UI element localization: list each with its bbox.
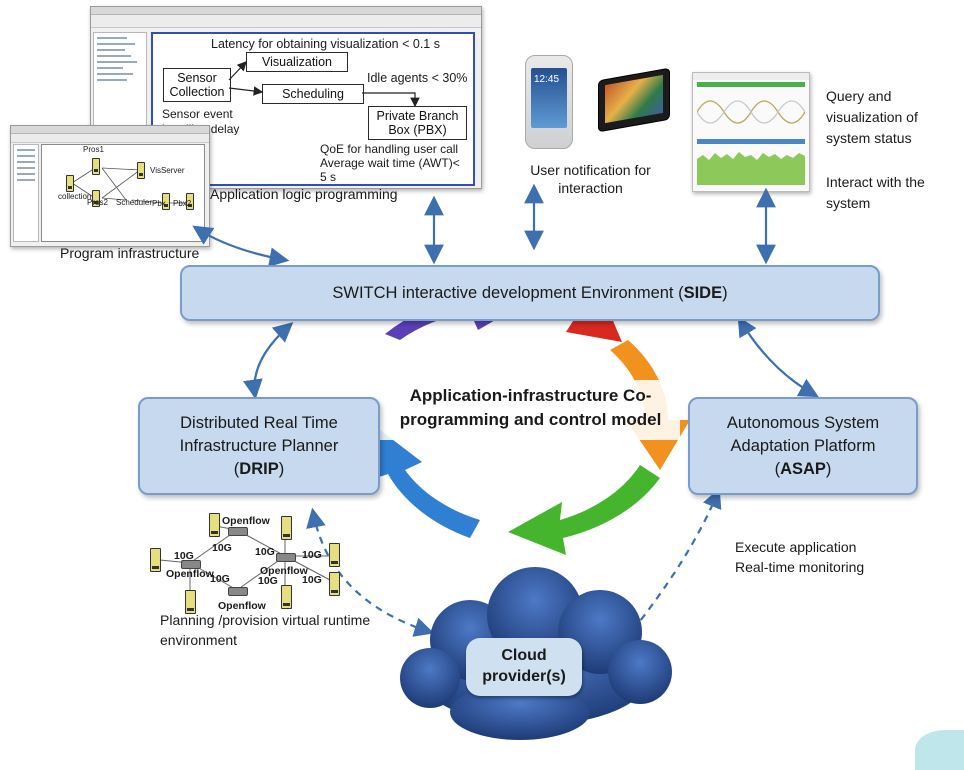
- server-icon: [329, 543, 340, 567]
- server-icon: [281, 585, 292, 609]
- monitor-bar-2: [697, 139, 805, 144]
- program-infra-caption: Program infrastructure: [60, 245, 200, 261]
- infrastructure-window: [10, 125, 210, 247]
- openflow-label: Openflow: [260, 565, 308, 577]
- drip-line2: Infrastructure Planner: [179, 436, 339, 455]
- infra-node-pbx2: Pbx2: [173, 199, 192, 208]
- drip-box: Distributed Real Time Infrastructure Pla…: [138, 397, 380, 495]
- cloud-label: Cloud provider(s): [482, 647, 566, 685]
- collection-server-icon: [66, 175, 74, 192]
- center-title-panel: [380, 380, 680, 440]
- infra-node-collection: collection: [58, 192, 92, 201]
- side-close: ): [722, 283, 728, 302]
- infra-tree: [13, 144, 39, 242]
- monitoring-screenshot: [692, 72, 810, 192]
- switch-icon: [276, 553, 296, 562]
- openflow-label: Openflow: [218, 600, 266, 612]
- side-box: SWITCH interactive development Environme…: [180, 265, 880, 321]
- infra-node-pros1: Pros1: [83, 145, 104, 154]
- monitor-bar-1: [697, 82, 805, 87]
- side-text: SWITCH interactive development Environme…: [332, 283, 684, 302]
- openflow-label: Openflow: [222, 515, 270, 527]
- area-chart: [697, 152, 805, 185]
- server-icon: [281, 516, 292, 540]
- side-acronym: SIDE: [683, 283, 723, 302]
- server-icon: [150, 548, 161, 572]
- link-speed-label: 10G: [258, 575, 278, 587]
- user-notification-caption: User notification for interaction: [530, 162, 651, 196]
- link-speed-label: 10G: [255, 546, 275, 558]
- corner-accent: [915, 730, 964, 770]
- switch-icon: [181, 560, 201, 569]
- center-title: Application-infrastructure Co-programmin…: [399, 386, 662, 429]
- window-titlebar: [91, 7, 481, 15]
- asap-acronym-line: (ASAP): [775, 458, 832, 481]
- visserver-server-icon: [137, 162, 145, 179]
- drip-close: ): [278, 459, 285, 478]
- cloud-label-box: [466, 638, 582, 696]
- idle-agents-requirement: Idle agents < 30%: [367, 71, 468, 85]
- link-speed-label: 10G: [302, 549, 322, 561]
- window-titlebar: [11, 126, 209, 134]
- connector-arrows: [192, 183, 819, 644]
- server-icon: [209, 513, 220, 537]
- pbx-server-icon: [162, 193, 170, 210]
- sine-chart: [697, 100, 805, 124]
- app-logic-caption: Application logic programming: [210, 186, 398, 202]
- drip-line1: Distributed Real Time: [180, 413, 338, 432]
- scheduling-node: Scheduling: [262, 84, 364, 104]
- side-label: SWITCH interactive development Environme…: [332, 284, 727, 303]
- link-speed-label: 10G: [302, 574, 322, 586]
- asap-acronym: ASAP: [780, 459, 826, 478]
- latency-requirement: Latency for obtaining visualization < 0.…: [211, 37, 440, 51]
- smartphone-icon: 12:45: [525, 55, 573, 149]
- asap-line2: Adaptation Platform: [730, 436, 876, 455]
- drip-acronym: DRIP: [239, 459, 279, 478]
- switch-icon: [228, 587, 248, 596]
- asap-open: (: [774, 459, 781, 478]
- server-icon: [329, 572, 340, 596]
- infra-canvas: [41, 144, 205, 242]
- pros2-server-icon: [92, 190, 100, 207]
- openflow-label: Openflow: [166, 568, 214, 580]
- drip-acronym-line: (DRIP): [234, 458, 284, 481]
- realtime-caption: Real-time monitoring: [735, 559, 865, 575]
- infra-links: [71, 167, 186, 204]
- sensor-collection-node: Sensor Collection: [163, 68, 231, 102]
- window-toolbar: [91, 15, 481, 28]
- infra-node-visserver: VisServer: [150, 166, 185, 175]
- pbx-node: Private Branch Box (PBX): [368, 106, 467, 140]
- pbx2-server-icon: [186, 193, 194, 210]
- planning-caption: Planning /provision virtual runtime envi…: [160, 612, 371, 648]
- monitor-header: [693, 73, 809, 80]
- qoe-requirement: QoE for handling user call Average wait …: [320, 142, 460, 184]
- window-toolbar: [11, 134, 209, 143]
- pros1-server-icon: [92, 158, 100, 175]
- asap-line1: Autonomous System: [726, 413, 880, 432]
- server-icon: [185, 590, 196, 614]
- phone-clock: 12:45: [534, 74, 560, 85]
- query-visualization-caption: Query and visualization of system status: [826, 88, 918, 146]
- infra-node-pros2: Pros2: [87, 198, 108, 207]
- link-speed-label: 10G: [212, 542, 232, 554]
- interact-caption: Interact with the system: [826, 174, 925, 211]
- execute-caption: Execute application: [735, 539, 857, 555]
- asap-box: Autonomous System Adaptation Platform (A…: [688, 397, 918, 495]
- infra-node-scheduler: Scheduler: [116, 198, 153, 207]
- app-logic-links: [228, 61, 420, 108]
- switch-icon: [228, 527, 248, 536]
- link-speed-label: 10G: [210, 573, 230, 585]
- asap-close: ): [825, 459, 832, 478]
- link-speed-label: 10G: [174, 550, 194, 562]
- infra-node-pbx: Pbx: [152, 199, 166, 208]
- phone-screen: 12:45: [531, 68, 567, 128]
- drip-open: (: [233, 459, 240, 478]
